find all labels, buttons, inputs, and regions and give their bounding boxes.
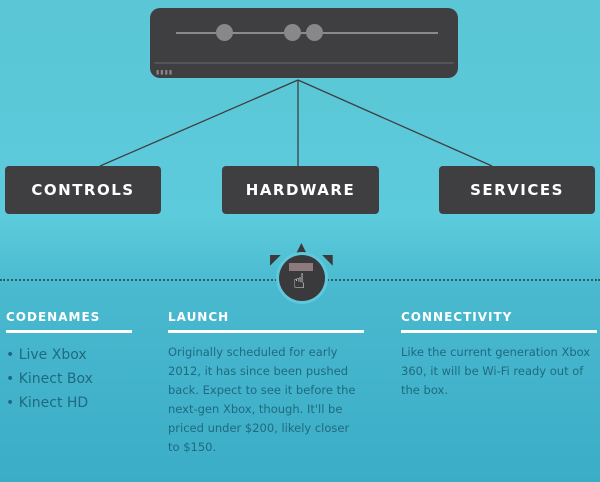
connectivity-heading: CONNECTIVITY <box>401 310 597 333</box>
console-light <box>284 24 301 41</box>
node-controls: CONTROLS <box>5 166 161 214</box>
codenames-heading: CODENAMES <box>6 310 132 333</box>
codenames-section: CODENAMES • Live Xbox • Kinect Box • Kin… <box>6 310 132 415</box>
console-vents: ▮▮▮▮ <box>156 69 174 76</box>
node-hardware: HARDWARE <box>222 166 379 214</box>
list-item: • Kinect Box <box>6 371 93 387</box>
badge-button <box>289 263 313 271</box>
connectivity-text: Like the current generation Xbox 360, it… <box>401 345 591 397</box>
node-services: SERVICES <box>439 166 595 214</box>
launch-heading: LAUNCH <box>168 310 364 333</box>
list-item: • Live Xbox <box>6 347 87 363</box>
pointer-badge: ☝ <box>279 255 325 301</box>
list-item: • Kinect HD <box>6 395 89 411</box>
line-controls <box>99 79 299 167</box>
launch-text: Originally scheduled for early 2012, it … <box>168 345 356 454</box>
arrow-up-icon: ▲ <box>296 240 307 256</box>
line-services <box>297 79 493 167</box>
console-illustration: ▮▮▮▮ <box>150 8 458 78</box>
arrow-right-icon: ◥ <box>322 252 333 268</box>
hand-pointer-icon: ☝ <box>293 269 306 293</box>
console-edge <box>154 62 454 64</box>
console-light <box>306 24 323 41</box>
connector-lines <box>99 79 493 167</box>
launch-section: LAUNCH Originally scheduled for early 20… <box>168 310 364 457</box>
arrow-left-icon: ◤ <box>270 252 281 268</box>
connectivity-section: CONNECTIVITY Like the current generation… <box>401 310 597 400</box>
console-light <box>216 24 233 41</box>
